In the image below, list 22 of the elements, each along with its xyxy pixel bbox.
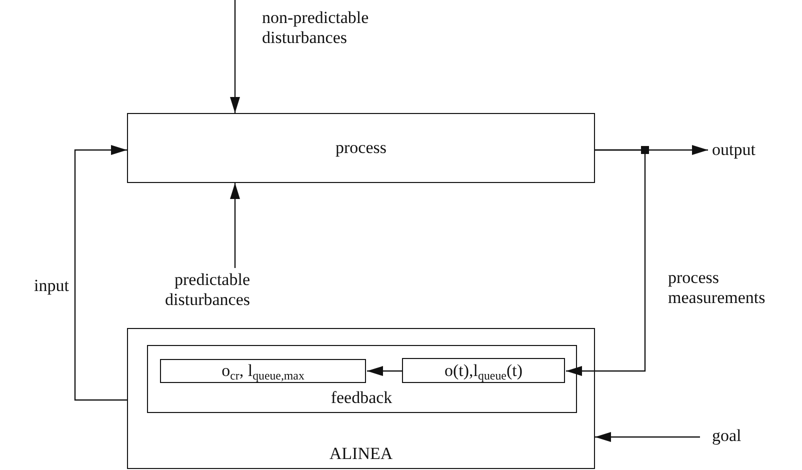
disturbance-label: predictable disturbances	[164, 270, 250, 310]
annotation-label: process measurements	[668, 268, 766, 308]
process-box	[127, 113, 595, 183]
process-label: process	[336, 138, 386, 158]
measurement-label: o(t),l$_{queue}$(t)	[444, 360, 522, 380]
arrow	[230, 0, 240, 113]
arrow	[566, 149, 646, 376]
annotation-label: non-predictable disturbances	[262, 8, 370, 48]
controller-label: ALINEA	[329, 444, 393, 464]
output-label: output	[712, 140, 756, 160]
parameter-label: o$_{cr}$, l$_{queue,max}$	[222, 361, 304, 381]
measurement-box	[402, 358, 565, 383]
arrow	[230, 183, 240, 268]
arrow	[74, 145, 127, 401]
arrow	[367, 366, 403, 376]
parameter-box	[160, 359, 366, 383]
arrow	[595, 432, 700, 442]
goal-label: goal	[712, 426, 742, 446]
controller-box	[127, 328, 595, 469]
feedback-box	[146, 344, 576, 412]
feedback-label: feedback	[330, 388, 392, 408]
annotation-label: input	[34, 276, 70, 296]
